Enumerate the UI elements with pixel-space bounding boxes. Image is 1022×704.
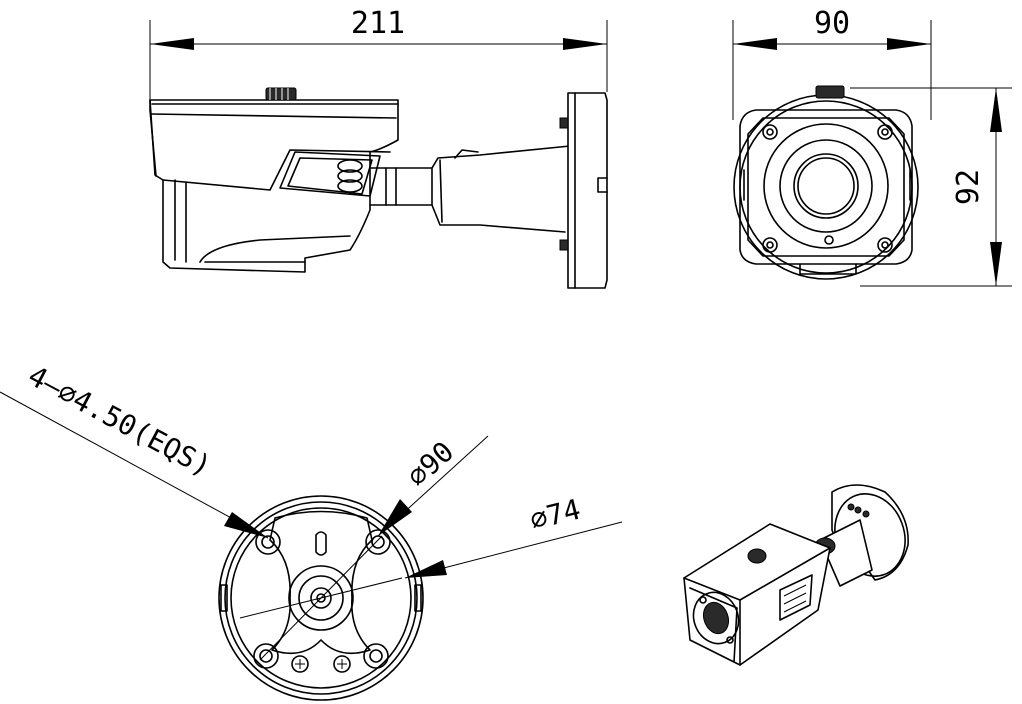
- front-height-dimension: 92: [850, 87, 1012, 287]
- mounting-hole: [255, 529, 281, 555]
- front-height-label: 92: [951, 169, 986, 205]
- side-length-label: 211: [351, 6, 405, 41]
- isometric-view: [683, 484, 909, 666]
- base-view: 4–∅4.50(EQS) ∅90 ∅74: [0, 359, 623, 701]
- screw: [333, 655, 351, 673]
- mounting-hole: [253, 643, 279, 669]
- mounting-hole: [365, 529, 391, 555]
- front-width-label: 90: [814, 6, 850, 41]
- inner-diameter-label: ∅74: [527, 493, 584, 537]
- mounting-hole: [363, 643, 389, 669]
- front-width-dimension: 90: [732, 6, 932, 120]
- screw: [291, 655, 309, 673]
- front-view: 90 92: [732, 6, 1012, 287]
- side-view: 211: [149, 6, 608, 289]
- side-length-dimension: 211: [149, 6, 608, 100]
- outer-diameter-label: ∅90: [401, 435, 461, 493]
- mounting-holes-label: 4–∅4.50(EQS): [23, 359, 217, 483]
